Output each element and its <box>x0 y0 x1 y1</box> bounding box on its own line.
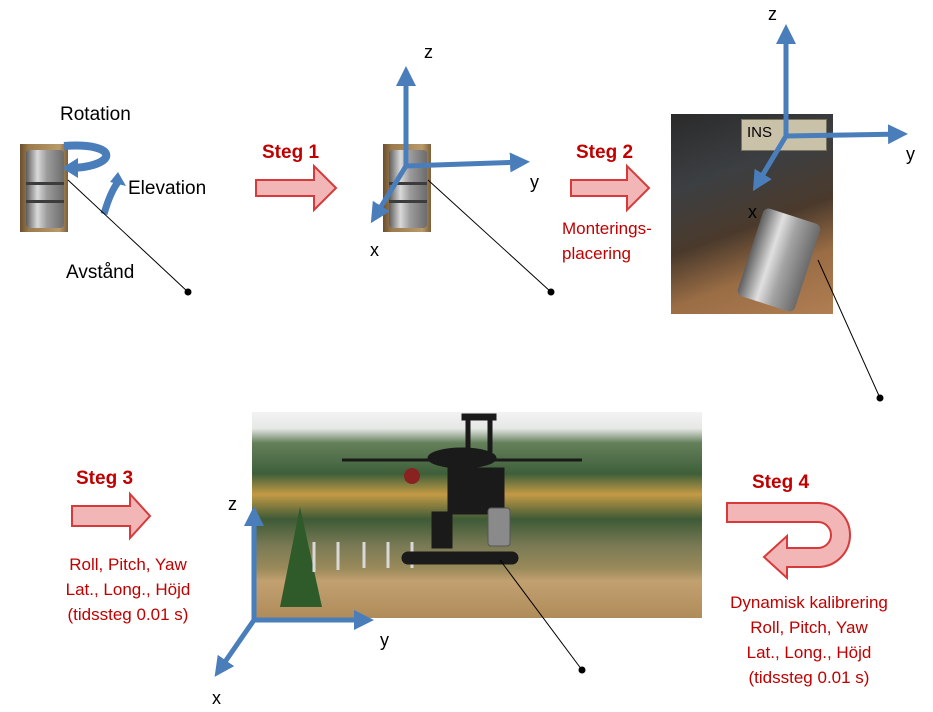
step4-note-line1: Dynamisk kalibrering <box>730 593 888 612</box>
drone <box>342 413 582 565</box>
step2-label: Steg 2 <box>576 142 634 163</box>
sensor-can <box>26 150 64 228</box>
axis4-z-label: z <box>228 494 237 514</box>
range-line-3 <box>817 259 881 399</box>
range-line-1 <box>67 179 189 293</box>
distance-label: Avstånd <box>66 262 135 283</box>
step4-note-line2: Roll, Pitch, Yaw <box>750 618 868 637</box>
target-dot-3 <box>876 394 884 402</box>
rotation-label: Rotation <box>60 104 131 125</box>
axes-set-4 <box>214 506 374 677</box>
sensor-band <box>389 200 427 203</box>
sensor-photo-2 <box>383 144 431 232</box>
axis2-x-label: x <box>370 240 379 260</box>
rotation-arrowhead-icon <box>62 158 78 178</box>
sensor-band <box>389 182 427 185</box>
step1-arrow-icon <box>255 163 338 213</box>
step3-note-line1: Roll, Pitch, Yaw <box>69 555 187 574</box>
axis3-z-label: z <box>768 4 777 24</box>
axis3-y-label: y <box>906 144 915 164</box>
step4-uturn-arrow-icon <box>726 502 851 581</box>
axis4-x-label: x <box>212 688 221 708</box>
step2-note-line1: Monterings- <box>562 219 652 238</box>
rotation-arrow-icon <box>63 141 111 172</box>
step3-note: Roll, Pitch, Yaw Lat., Long., Höjd (tids… <box>36 552 220 627</box>
elevation-arrowhead-icon <box>110 172 126 186</box>
step3-note-line3: (tidssteg 0.01 s) <box>67 605 189 624</box>
target-dot-4 <box>578 666 586 674</box>
axis2-y-label: y <box>530 172 539 192</box>
sensor-band <box>26 182 64 185</box>
tree <box>280 507 322 607</box>
step2-note-line2: placering <box>562 244 631 263</box>
sensor-band <box>26 200 64 203</box>
drone-illustration <box>280 413 582 607</box>
sensor-photo-1 <box>20 144 68 232</box>
target-dot-2 <box>547 288 555 296</box>
step2-arrow-icon <box>570 163 651 213</box>
range-line-2 <box>427 179 552 293</box>
elevation-label: Elevation <box>128 178 207 199</box>
elevation-arrow-icon <box>100 179 121 215</box>
target-dot-1 <box>184 288 192 296</box>
ins-label: INS <box>747 124 773 141</box>
axis4-y-label: y <box>380 630 389 650</box>
step3-note-line2: Lat., Long., Höjd <box>65 580 191 599</box>
step3-arrow-icon <box>71 491 152 541</box>
step4-label: Steg 4 <box>752 472 810 493</box>
axis3-x-label: x <box>748 202 757 222</box>
axes-set-2 <box>370 66 530 224</box>
step4-note: Dynamisk kalibrering Roll, Pitch, Yaw La… <box>714 590 904 690</box>
drone-field-photo <box>252 412 702 618</box>
axis2-z-label: z <box>424 42 433 62</box>
step4-note-line4: (tidssteg 0.01 s) <box>748 668 870 687</box>
axes-set-3 <box>752 24 908 192</box>
step3-label: Steg 3 <box>76 468 134 489</box>
step4-note-line3: Lat., Long., Höjd <box>746 643 872 662</box>
step1-label: Steg 1 <box>262 142 320 163</box>
range-line-4 <box>499 559 583 671</box>
step2-note: Monterings- placering <box>562 216 652 266</box>
